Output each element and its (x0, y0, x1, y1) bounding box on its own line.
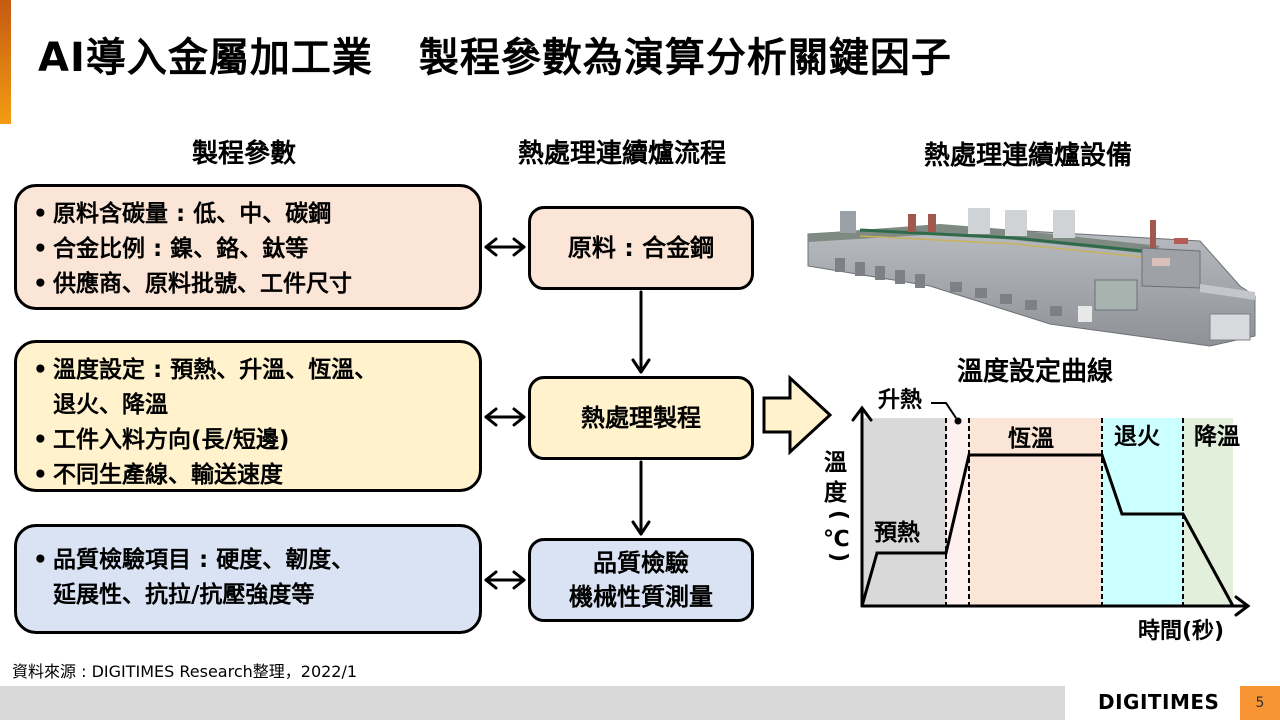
phase-label-cooldown: 降溫 (1194, 424, 1240, 450)
phase-bg-preheat (862, 418, 946, 606)
phase-bg-rampup (946, 418, 969, 606)
param-line: •溫度設定 : 預熱、升溫、恆溫、 (33, 357, 378, 383)
y-axis-label-char: ℃ (823, 527, 850, 552)
source-note: 資料來源 : DIGITIMES Research整理，2022/1 (12, 662, 358, 681)
rampup-callout-dot (954, 417, 962, 425)
param-box-quality: •品質檢驗項目 : 硬度、韌度、 延展性、抗拉/抗壓強度等 (14, 524, 482, 634)
heading-process-params: 製程參數 (192, 139, 297, 169)
heading-flow: 熱處理連續爐流程 (518, 139, 727, 169)
page-number: 5 (1240, 686, 1280, 720)
title-accent-bar (0, 0, 11, 124)
param-line: •合金比例 : 鎳、鉻、鈦等 (33, 236, 309, 262)
x-axis-arrow-icon (1234, 595, 1251, 617)
x-axis-label: 時間(秒) (1138, 619, 1224, 644)
y-axis-label-char: ( (826, 510, 851, 520)
y-axis-label-char: ) (826, 552, 851, 562)
double-arrow-icon (484, 570, 526, 590)
footer-bar (0, 686, 1065, 720)
phase-label-constant: 恆溫 (1008, 426, 1054, 452)
title-part2: 製程參數為演算分析關鍵因子 (418, 35, 952, 81)
down-arrow-icon (631, 290, 651, 374)
y-axis-arrow-icon (851, 405, 873, 422)
param-box-process: •溫度設定 : 預熱、升溫、恆溫、 退火、降溫 •工件入料方向(長/短邊) •不… (14, 340, 482, 492)
param-line: •工件入料方向(長/短邊) (33, 427, 290, 453)
heading-equipment: 熱處理連續爐設備 (924, 141, 1133, 171)
param-line: •品質檢驗項目 : 硬度、韌度、 (33, 547, 355, 573)
down-arrow-icon (631, 460, 651, 536)
flow-box-raw-material: 原料 : 合金鋼 (528, 206, 754, 290)
phase-label-rampup: 升熱 (878, 387, 922, 413)
param-line: •原料含碳量 : 低、中、碳鋼 (33, 201, 332, 227)
double-arrow-icon (484, 237, 526, 257)
y-axis-label-char: 度 (824, 479, 848, 506)
rampup-callout-line (931, 402, 957, 419)
digitimes-logo: DIGITIMES (1098, 690, 1220, 714)
phase-label-preheat: 預熱 (874, 520, 920, 546)
flow-box-heat-treatment: 熱處理製程 (528, 376, 754, 460)
param-line: •不同生產線、輸送速度 (33, 462, 283, 488)
param-line: •供應商、原料批號、工件尺寸 (33, 271, 352, 297)
y-axis-label-char: 溫 (824, 450, 847, 476)
phase-bg-anneal (1102, 418, 1183, 606)
double-arrow-icon (484, 407, 526, 427)
temperature-curve-diagram: 升熱 預熱 恆溫 退火 降溫 溫 度 ( ℃ ) 時間(秒) (823, 387, 1251, 644)
heading-temperature-curve: 溫度設定曲線 (957, 357, 1114, 387)
title-part1: AI導入金屬加工業 (38, 35, 373, 81)
furnace-equipment-image (807, 208, 1256, 347)
phase-label-anneal: 退火 (1114, 424, 1160, 450)
flow-box-quality-inspection: 品質檢驗 機械性質測量 (528, 538, 754, 622)
phase-bg-cooldown (1183, 418, 1233, 606)
block-arrow-right-icon (762, 374, 833, 456)
temperature-curve-line (860, 453, 1235, 607)
phase-bg-constant (969, 418, 1102, 606)
param-line: 退火、降溫 (53, 392, 168, 418)
param-box-materials: •原料含碳量 : 低、中、碳鋼 •合金比例 : 鎳、鉻、鈦等 •供應商、原料批號… (14, 184, 482, 310)
page-title: AI導入金屬加工業製程參數為演算分析關鍵因子 (38, 30, 952, 86)
param-line: 延展性、抗拉/抗壓強度等 (53, 582, 315, 608)
